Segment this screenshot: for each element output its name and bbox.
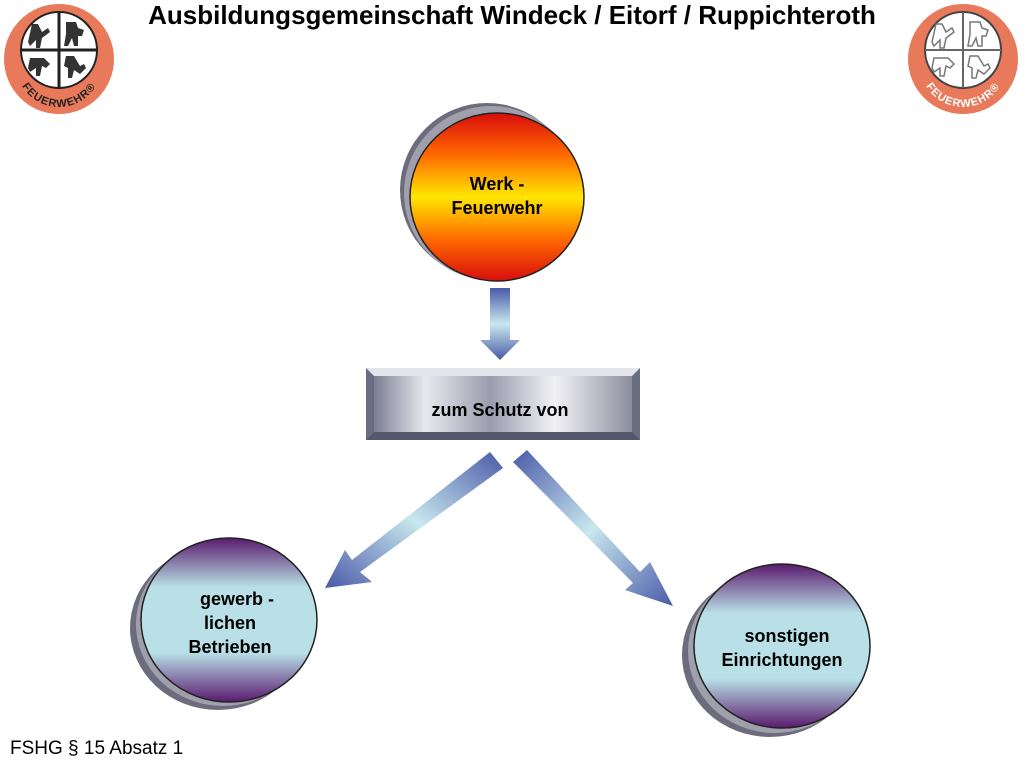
gewerb-label: gewerb - lichen Betrieben xyxy=(160,587,300,659)
feuerwehr-logo-right: FEUERWEHR® xyxy=(908,4,1018,114)
sonstige-node xyxy=(682,563,871,737)
sonstige-line2: Einrichtungen xyxy=(721,650,843,670)
werk-line2: Feuerwehr xyxy=(451,198,543,218)
arrow-down xyxy=(480,288,520,360)
gewerb-line3: Betrieben xyxy=(188,637,272,657)
page-title: Ausbildungsgemeinschaft Windeck / Eitorf… xyxy=(148,0,876,30)
gewerb-line1: gewerb - xyxy=(199,589,274,609)
gewerb-line2: lichen xyxy=(203,613,256,633)
gewerb-node xyxy=(130,537,318,710)
feuerwehr-logo-left: FEUERWEHR® xyxy=(4,4,114,114)
werk-line1: Werk - xyxy=(469,174,525,194)
schutz-label: zum Schutz von xyxy=(431,400,569,420)
werk-feuerwehr-label: Werk - Feuerwehr xyxy=(427,172,567,220)
arrow-right-down xyxy=(513,450,673,606)
sonstige-label: sonstigen Einrichtungen xyxy=(702,624,862,672)
schutz-bar xyxy=(366,368,640,440)
arrow-left-down xyxy=(325,452,503,588)
sonstige-line1: sonstigen xyxy=(744,626,830,646)
footer-reference: FSHG § 15 Absatz 1 xyxy=(10,738,184,759)
werk-feuerwehr-node xyxy=(400,103,585,282)
